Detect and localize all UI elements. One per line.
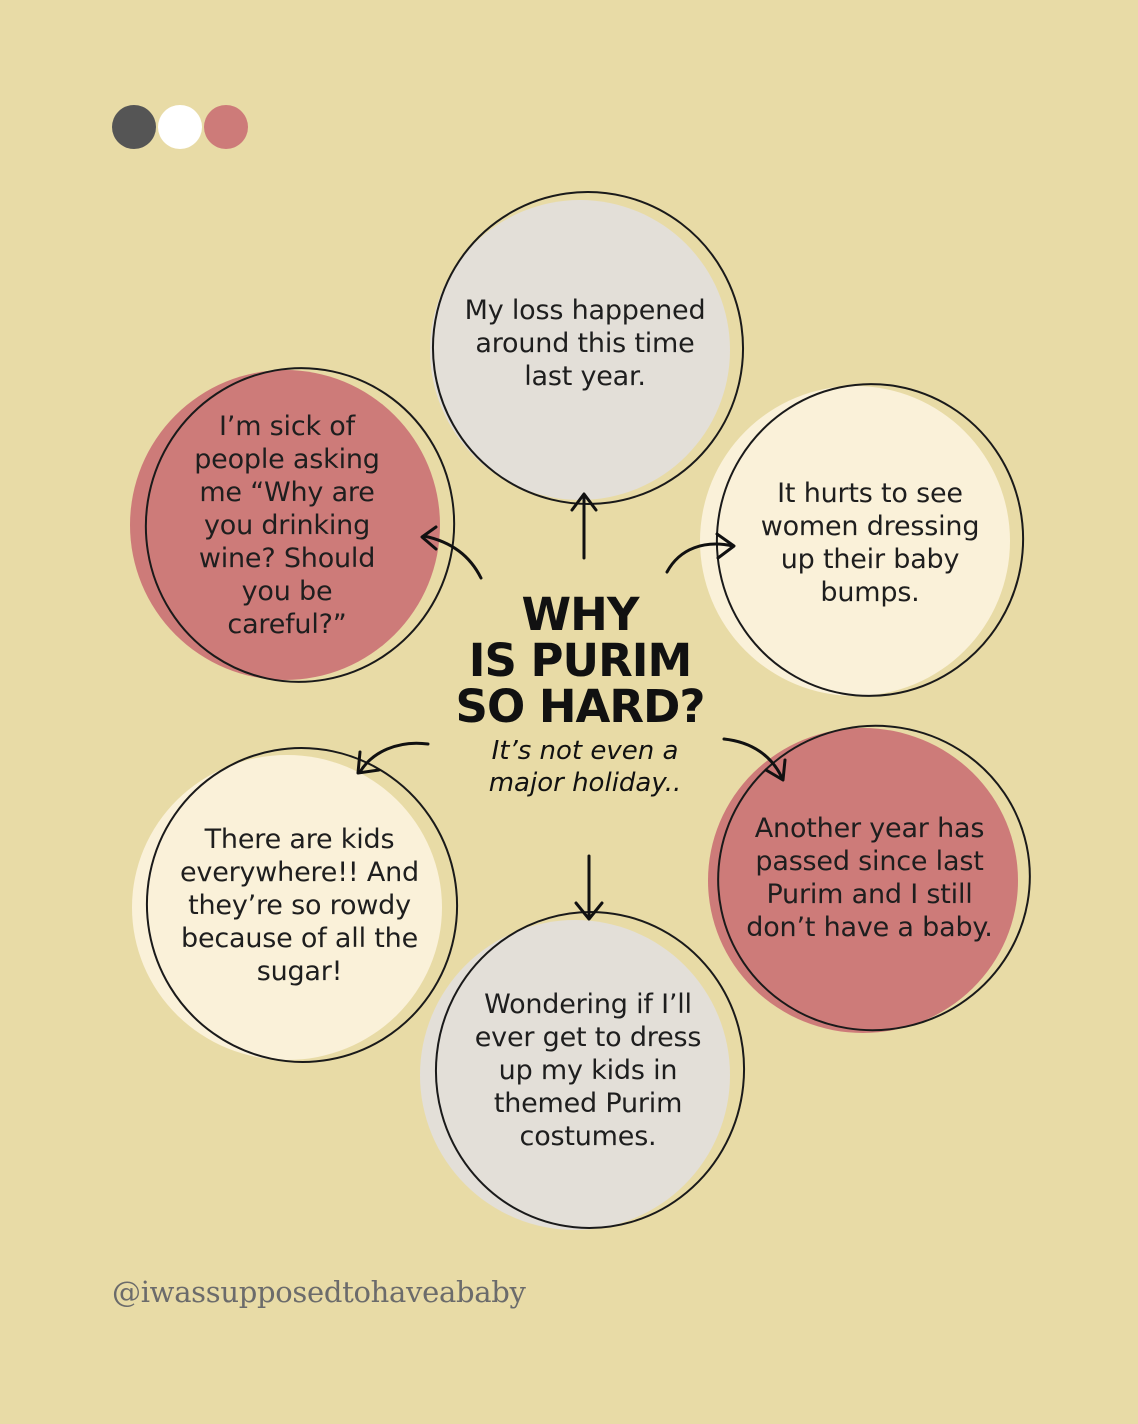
bubble-text: My loss happened around this time last y…	[464, 294, 706, 392]
bubble-text: Wondering if I’ll ever get to dress up m…	[474, 989, 702, 1152]
bubble-fill	[430, 200, 730, 500]
dark-dot	[112, 105, 156, 149]
title-line: SO HARD?	[455, 680, 706, 733]
arrow-left-up-icon	[420, 525, 483, 580]
page-subtitle: It’s not even a major holiday..	[440, 735, 730, 799]
subtitle-line: It’s not even a	[491, 736, 679, 766]
rose-dot	[204, 105, 248, 149]
arrow-right-down-icon	[722, 737, 787, 782]
page-title: WHY IS PURIM SO HARD?	[420, 592, 740, 730]
bubble-fill	[420, 920, 730, 1230]
bubble-text: I’m sick of people asking me “Why are yo…	[194, 410, 380, 640]
arrow-up-icon	[570, 492, 598, 560]
bubble-fill	[132, 755, 442, 1060]
arrow-down-icon	[574, 854, 604, 921]
arrow-left-down-icon	[356, 741, 430, 775]
author-handle: @iwassupposedtohaveababy	[112, 1275, 526, 1309]
bubble-outline	[145, 747, 459, 1063]
bubble-loss-last-year: My loss happened around this time last y…	[420, 188, 750, 518]
bubble-outline	[431, 191, 745, 505]
bubble-outline	[717, 724, 1031, 1032]
title-line: WHY	[521, 588, 640, 641]
bubble-another-year: Another year has passed since last Purim…	[702, 718, 1032, 1048]
bubble-baby-bumps: It hurts to see women dressing up their …	[700, 378, 1030, 708]
bubble-purim-costumes: Wondering if I’ll ever get to dress up m…	[420, 908, 750, 1238]
bubble-text: Another year has passed since last Purim…	[746, 813, 993, 943]
bubble-fill	[130, 370, 440, 680]
subtitle-line: major holiday..	[488, 768, 682, 798]
color-dots	[112, 105, 252, 151]
bubble-text: It hurts to see women dressing up their …	[760, 478, 980, 608]
bubble-outline	[144, 367, 456, 683]
title-line: IS PURIM	[468, 634, 693, 687]
bubble-fill	[700, 386, 1010, 696]
bubble-outline	[434, 911, 746, 1229]
bubble-drinking-wine: I’m sick of people asking me “Why are yo…	[130, 365, 460, 695]
bubble-text: There are kids everywhere!! And they’re …	[180, 823, 419, 987]
bubble-kids-everywhere: There are kids everywhere!! And they’re …	[132, 745, 462, 1075]
arrow-right-up-icon	[665, 532, 736, 574]
white-dot	[158, 105, 202, 149]
bubble-outline	[715, 383, 1025, 697]
